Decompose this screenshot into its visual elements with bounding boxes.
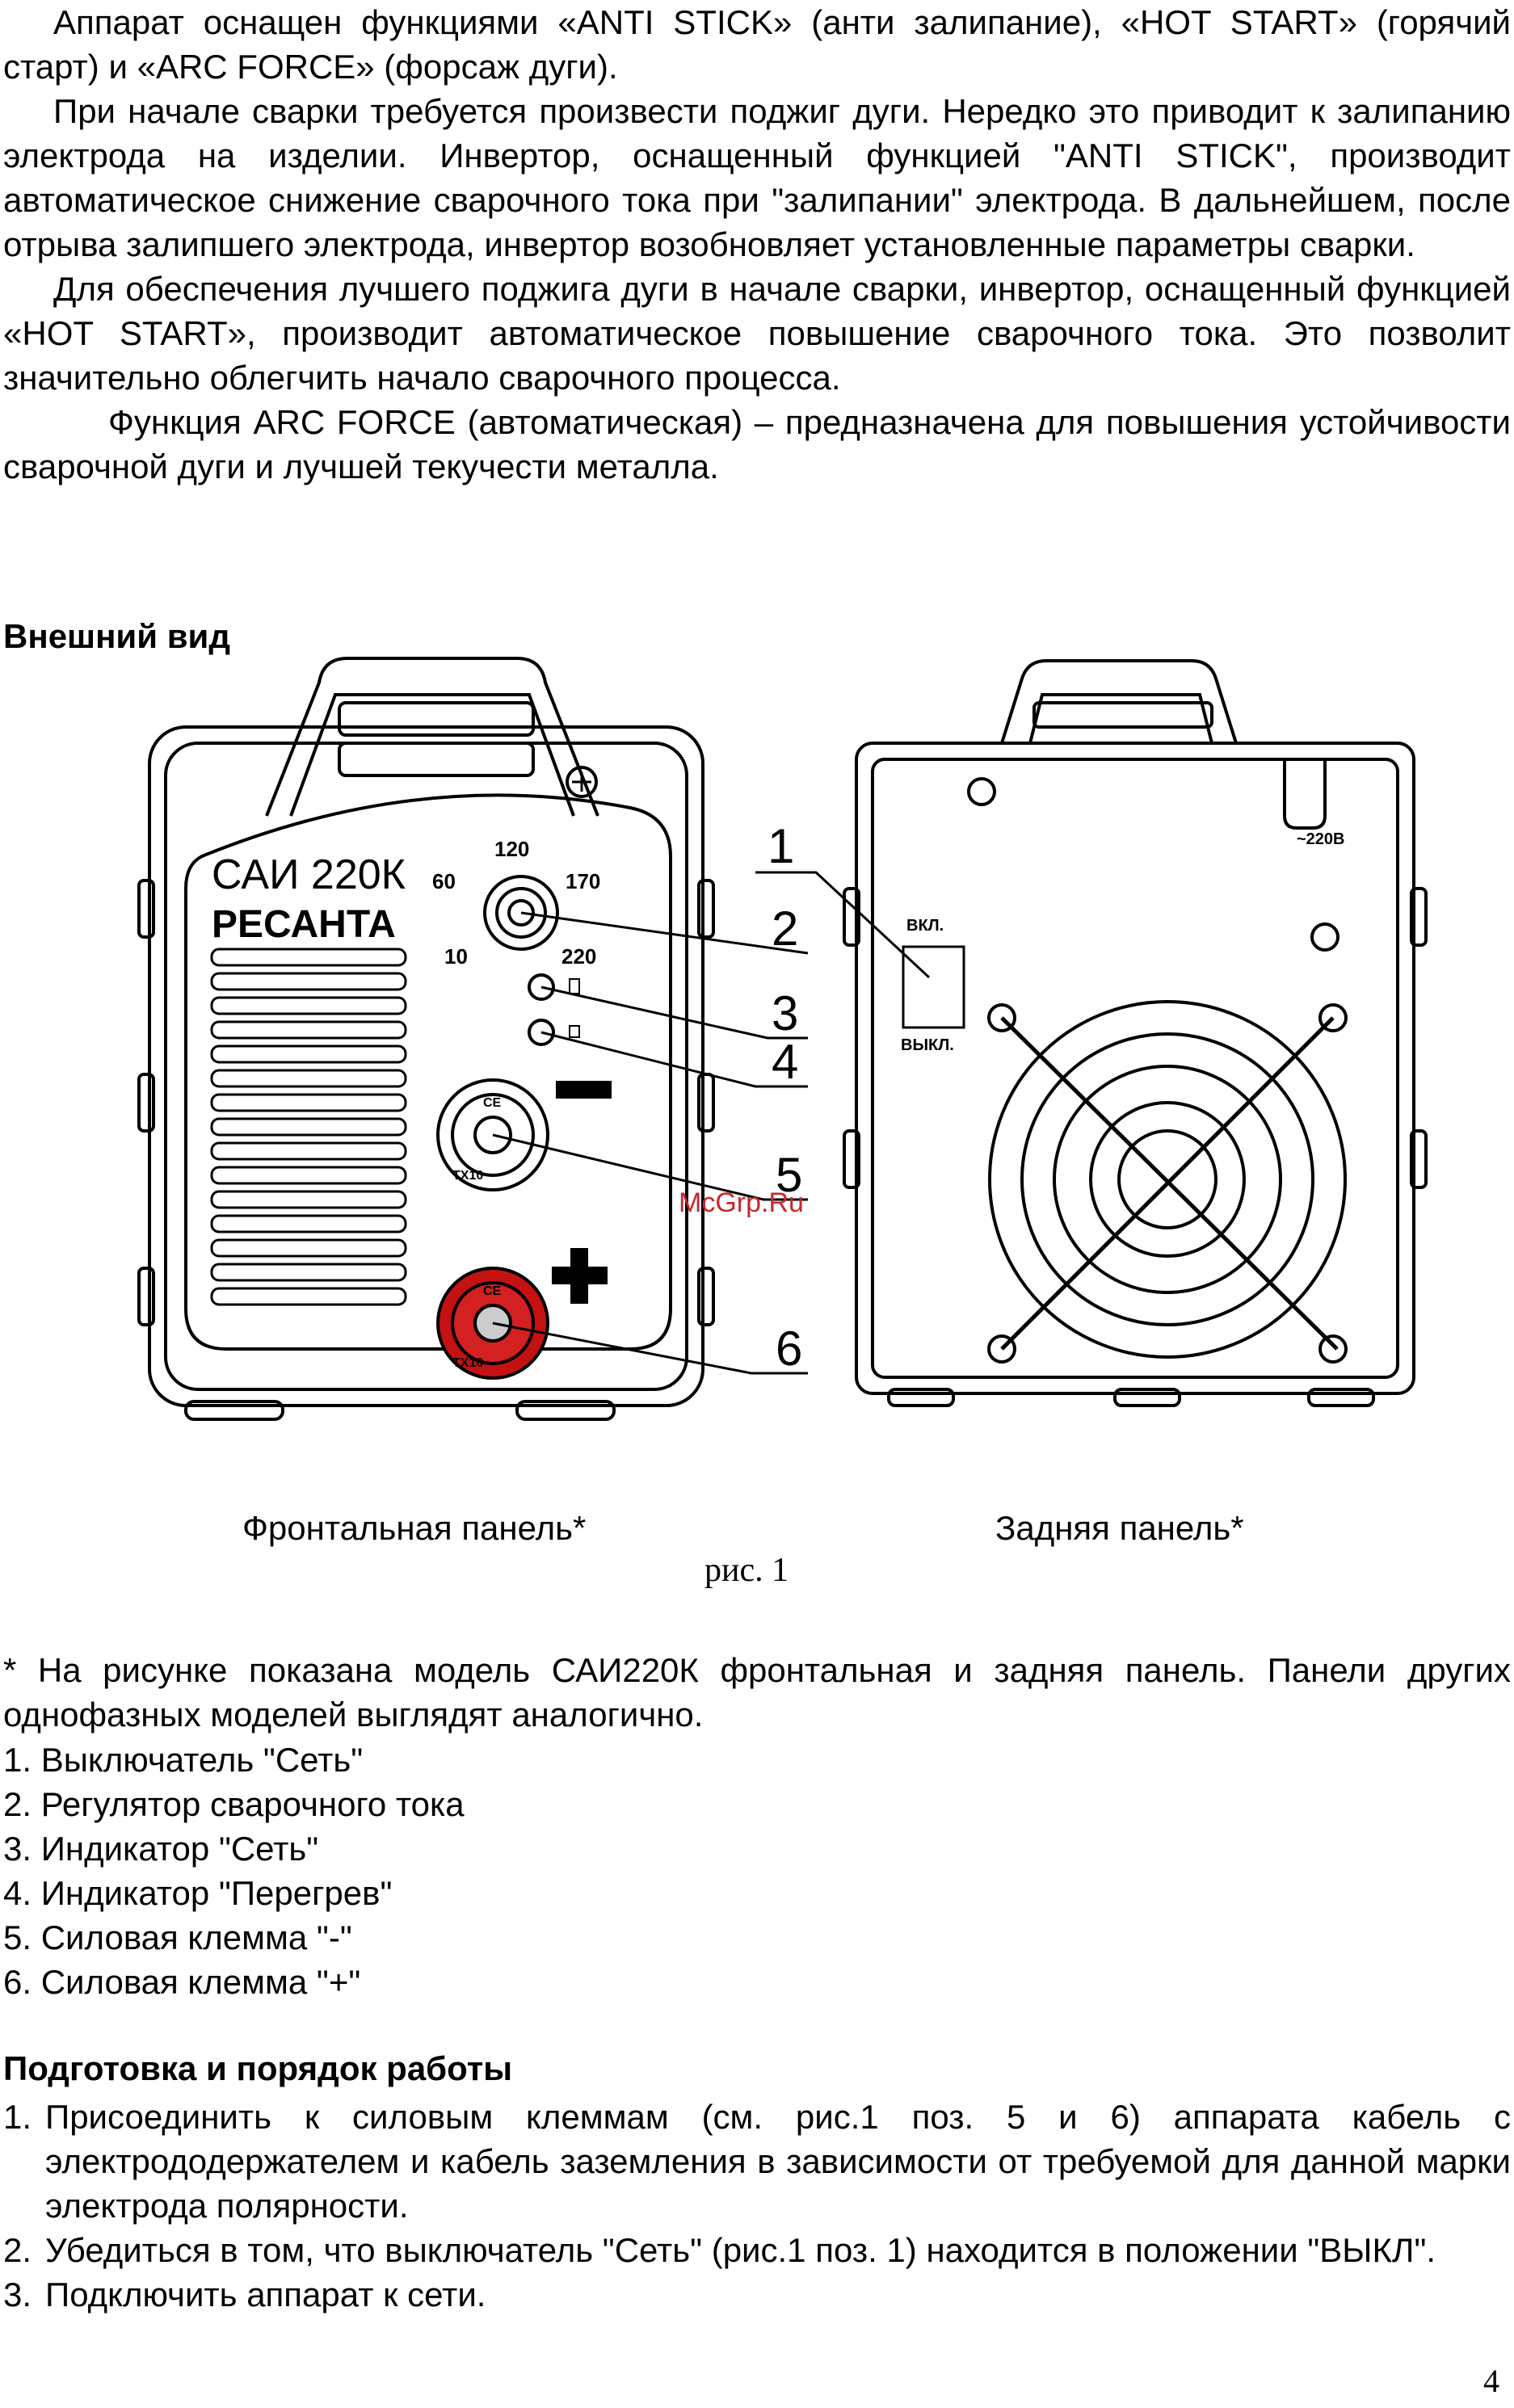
step-number: 3. [3,2276,32,2313]
list-item: 3. Индикатор "Сеть" [3,1830,319,1868]
front-vents [210,948,407,1306]
rear-panel-drawing [843,659,1428,1407]
callout-3: 3 [772,986,798,1040]
switch-off-label: ВЫКЛ. [901,1036,954,1054]
tx10-mark-minus: TX10 [452,1169,483,1183]
step-text: Присоединить к силовым клеммам (см. рис.… [45,2098,1511,2225]
intro-paragraph-1: Аппарат оснащен функциями «ANTI STICK» (… [3,3,1511,86]
dial-mark-10: 10 [444,944,468,969]
list-item: 2. Убедиться в том, что выключатель "Сеть… [3,2228,1511,2272]
watermark: McGrp.Ru [679,1187,804,1218]
intro-paragraph-4: Функция ARC FORCE (автоматическая) – пре… [3,403,1511,485]
step-number: 1. [3,2098,32,2136]
voltage-label: ~220В [1297,830,1345,848]
callout-lines [492,871,931,1375]
power-switch [902,945,965,1029]
note-section: * На рисунке показана модель САИ220К фро… [3,1648,1511,1737]
front-panel-drawing [137,657,715,1421]
power-indicator [528,973,555,1001]
callout-2: 2 [772,901,798,956]
preparation-heading: Подготовка и порядок работы [3,2049,513,2087]
list-item: 5. Силовая клемма "-" [3,1918,352,1956]
callout-1: 1 [768,819,794,873]
callout-5: 5 [776,1148,802,1202]
intro-paragraph-2: При начале сварки требуется произвести п… [3,92,1511,263]
ce-mark-plus: CE [483,1284,502,1298]
step-number: 2. [3,2231,32,2269]
brand-logo: РЕСАНТА [212,903,396,946]
intro-paragraph-3: Для обеспечения лучшего поджига дуги в н… [3,270,1511,397]
figure-label: рис. 1 [704,1552,789,1589]
dial-mark-220: 220 [561,944,596,969]
parts-list: 1. Выключатель "Сеть" 2. Регулятор сваро… [3,1738,1511,2004]
list-item: 4. Индикатор "Перегрев" [3,1874,393,1912]
step-text: Убедиться в том, что выключатель "Сеть" … [45,2231,1436,2269]
rear-fan [988,1000,1347,1359]
page-number: 4 [1483,2363,1499,2399]
caption-front-panel: Фронтальная панель* [242,1509,587,1547]
minus-terminal [436,1078,549,1191]
figure-note: * На рисунке показана модель САИ220К фро… [3,1651,1511,1734]
list-item: 6. Силовая клемма "+" [3,1963,361,2001]
tx10-mark-plus: TX10 [452,1356,483,1370]
list-item: 1. Выключатель "Сеть" [3,1741,364,1779]
list-item: 3. Подключить аппарат к сети. [3,2272,1511,2317]
welder-figure: САИ 220К РЕСАНТА 60 120 170 10 220 CE TX… [137,657,1428,1421]
appearance-heading: Внешний вид [3,617,231,655]
intro-section: Аппарат оснащен функциями «ANTI STICK» (… [3,0,1511,489]
callout-6: 6 [776,1322,802,1376]
step-text: Подключить аппарат к сети. [45,2276,486,2313]
switch-on-label: ВКЛ. [906,917,944,935]
dial-mark-170: 170 [566,869,600,893]
current-dial [483,875,559,951]
ce-mark-minus: CE [483,1096,502,1110]
list-item: 2. Регулятор сварочного тока [3,1785,465,1823]
callout-4: 4 [772,1035,798,1089]
model-label: САИ 220К [212,851,406,898]
list-item: 1. Присоединить к силовым клеммам (см. ри… [3,2095,1511,2228]
overheat-indicator [528,1019,555,1046]
dial-mark-60: 60 [432,869,456,893]
steps-list: 1. Присоединить к силовым клеммам (см. ри… [3,2095,1511,2317]
caption-rear-panel: Задняя панель* [995,1509,1244,1547]
dial-mark-120: 120 [494,837,529,861]
